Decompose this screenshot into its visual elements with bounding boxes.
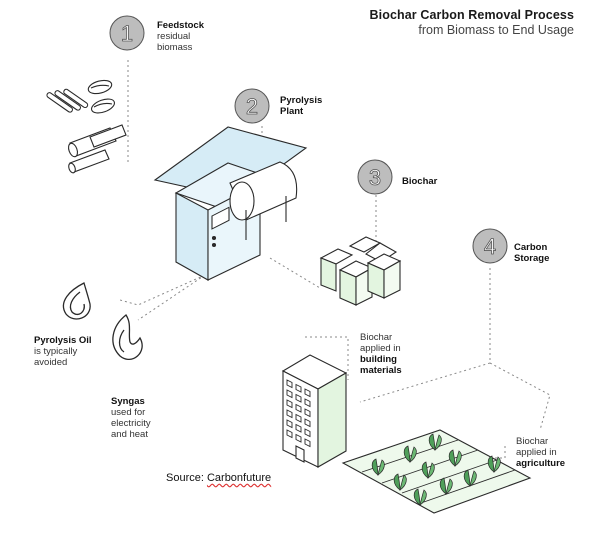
agri-line-1: Biochar (516, 436, 549, 447)
connector-syngas (137, 274, 206, 321)
source-name[interactable]: Carbonfuture (206, 472, 272, 484)
svg-text:3: 3 (369, 165, 381, 190)
building-bold-1: building (360, 354, 397, 365)
building-materials-label: Biochar applied in building materials (360, 332, 402, 376)
agriculture-label: Biochar applied in agriculture (516, 436, 565, 469)
oil-line-2: avoided (34, 357, 68, 368)
agri-line-2: applied in (516, 447, 557, 458)
feedstock-sub-2: biomass (157, 42, 193, 53)
svg-text:4: 4 (484, 234, 496, 259)
connector-building-label (305, 336, 349, 380)
crop-plant (371, 458, 385, 476)
syngas-line-3: and heat (111, 429, 148, 440)
building-window (304, 418, 311, 428)
source-prefix: Source: (166, 472, 207, 484)
building-window (295, 403, 302, 413)
building-window (304, 438, 311, 448)
field-illustration (341, 429, 532, 514)
syngas-head: Syngas (111, 396, 145, 407)
source-caption: Source: Carbonfuture (166, 472, 271, 484)
building-window (295, 433, 302, 443)
feedstock-sub-1: residual (157, 31, 191, 42)
plant-head-2: Plant (280, 106, 304, 117)
feedstock-label: Feedstock residual biomass (157, 20, 204, 53)
connector-to-field (489, 362, 551, 431)
building-bold-2: materials (360, 365, 402, 376)
crop-plant (428, 433, 442, 451)
step-badge-4: 4 (472, 228, 508, 264)
biomass-illustration (46, 79, 127, 174)
connector-oil (119, 274, 206, 306)
building-window (286, 429, 293, 439)
building-window (286, 389, 293, 399)
plant-label: Pyrolysis Plant (280, 95, 322, 117)
step-badge-3: 3 (357, 159, 393, 195)
syngas-label: Syngas used for electricity and heat (111, 396, 151, 440)
oil-head: Pyrolysis Oil (34, 335, 92, 346)
storage-head-2: Storage (514, 253, 550, 264)
agri-bold-1: agriculture (516, 458, 566, 469)
step-badge-2: 2 (234, 88, 270, 124)
svg-text:2: 2 (246, 94, 258, 119)
building-window (295, 423, 302, 433)
biochar-label: Biochar (402, 176, 437, 187)
syngas-line-2: electricity (111, 418, 151, 429)
crop-plant (421, 461, 435, 479)
building-window (304, 428, 311, 438)
syngas-line-1: used for (111, 407, 146, 418)
crop-plant (393, 473, 407, 491)
syngas-flame-icon (112, 314, 143, 361)
pyrolysis-oil-label: Pyrolysis Oil is typically avoided (34, 335, 92, 368)
storage-head-1: Carbon (514, 242, 548, 253)
building-line-1: Biochar (360, 332, 393, 343)
oil-line-1: is typically (34, 346, 78, 357)
biochar-illustration (319, 236, 402, 306)
building-window (295, 393, 302, 403)
building-window (286, 419, 293, 429)
crop-plant (487, 455, 501, 473)
pyrolysis-plant-illustration (153, 126, 308, 281)
building-window (295, 383, 302, 393)
crop-plant (448, 449, 462, 467)
connector-plant-biochar (269, 257, 321, 289)
title-line-2: from Biomass to End Usage (418, 23, 574, 37)
title-line-1: Biochar Carbon Removal Process (369, 8, 574, 22)
building-window (286, 409, 293, 419)
building-window (286, 399, 293, 409)
feedstock-head: Feedstock (157, 20, 204, 31)
storage-label: Carbon Storage (514, 242, 549, 264)
crop-plant (403, 445, 417, 463)
svg-text:1: 1 (121, 21, 133, 46)
crop-plant (439, 477, 453, 495)
crop-plant (413, 488, 427, 506)
step-badge-1: 1 (109, 15, 145, 51)
building-illustration (281, 354, 348, 468)
building-line-2: applied in (360, 343, 401, 354)
building-window (304, 388, 311, 398)
building-window (304, 408, 311, 418)
plant-head-1: Pyrolysis (280, 95, 323, 106)
crop-plant (463, 469, 477, 487)
oil-drop-icon (62, 282, 91, 320)
crop-plants (371, 433, 501, 506)
building-window (304, 398, 311, 408)
biochar-head: Biochar (402, 176, 438, 187)
diagram-title: Biochar Carbon Removal Process from Biom… (370, 8, 574, 38)
building-window (286, 379, 293, 389)
building-window (295, 413, 302, 423)
